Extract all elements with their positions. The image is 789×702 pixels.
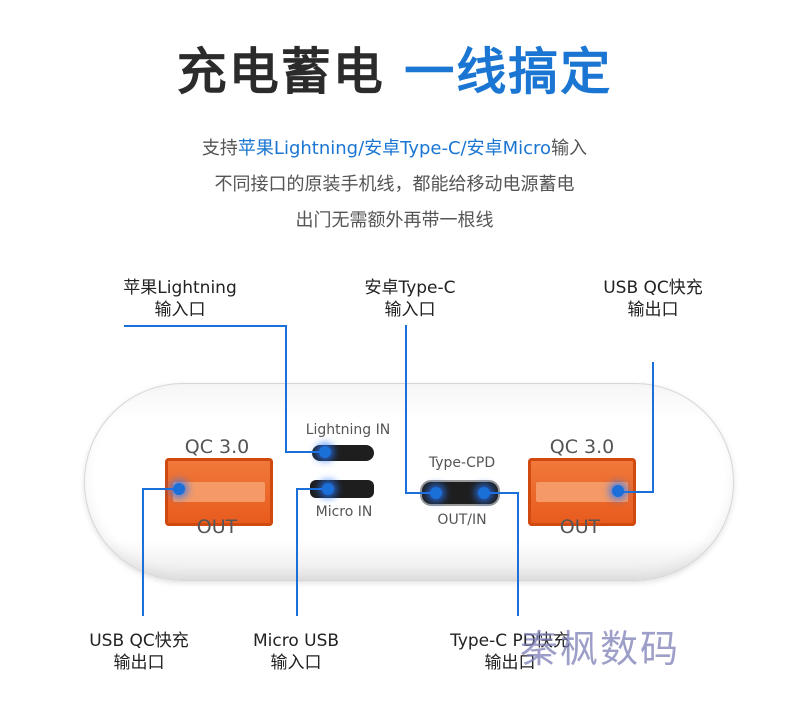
callout-usb-qc-right: USB QC快充 输出口	[603, 278, 703, 320]
leader-left-usb-v	[142, 488, 144, 616]
left-port-top-label: QC 3.0	[184, 436, 250, 458]
left-usb-indicator-dot	[173, 483, 185, 495]
leader-lightning-h	[124, 325, 286, 327]
leader-typec-v	[405, 325, 407, 493]
title-blue: 一线搞定	[404, 43, 613, 101]
watermark: 秦枫数码	[520, 627, 681, 671]
leader-right-usb-h	[618, 491, 654, 493]
usb-port-left	[165, 458, 273, 526]
lightning-label: Lightning IN	[305, 422, 391, 438]
leader-typec-h	[405, 492, 435, 494]
typec-right-indicator-dot	[478, 487, 490, 499]
title-dark: 充电蓄电	[176, 43, 385, 101]
leader-typec-pd-v	[517, 492, 519, 616]
description-line-2: 不同接口的原装手机线，都能给移动电源蓄电	[214, 174, 575, 195]
lightning-indicator-dot	[319, 446, 331, 458]
leader-micro-v	[296, 488, 298, 616]
description-highlight: 苹果Lightning/安卓Type-C/安卓Micro	[237, 138, 552, 159]
right-port-bottom-label: OUT	[559, 516, 601, 538]
page-title: 充电蓄电 一线搞定	[0, 32, 789, 104]
callout-lightning: 苹果Lightning 输入口	[123, 278, 237, 320]
typec-left-indicator-dot	[430, 487, 442, 499]
left-port-bottom-label: OUT	[196, 516, 238, 538]
micro-indicator-dot	[322, 483, 334, 495]
callout-typec-pd: Type-C PD快充 输出口	[450, 631, 570, 673]
typec-top-label: Type-CPD	[428, 455, 496, 471]
leader-left-usb-h	[142, 488, 178, 490]
description-line-3: 出门无需额外再带一根线	[295, 210, 494, 231]
callout-usb-qc-left: USB QC快充 输出口	[89, 631, 189, 673]
leader-lightning-h2	[285, 451, 325, 453]
callout-typec-input: 安卓Type-C 输入口	[364, 278, 456, 320]
micro-label: Micro IN	[315, 504, 373, 520]
right-port-top-label: QC 3.0	[549, 436, 615, 458]
leader-lightning-v	[285, 325, 287, 452]
right-usb-indicator-dot	[612, 485, 624, 497]
callout-micro-usb: Micro USB 输入口	[252, 631, 340, 673]
leader-right-usb-v	[652, 362, 654, 492]
leader-micro-h	[296, 488, 322, 490]
description-line-1: 支持苹果Lightning/安卓Type-C/安卓Micro输入	[201, 138, 588, 159]
typec-bottom-label: OUT/IN	[437, 512, 487, 528]
usb-port-right	[528, 458, 636, 526]
leader-typec-pd-h	[484, 492, 518, 494]
